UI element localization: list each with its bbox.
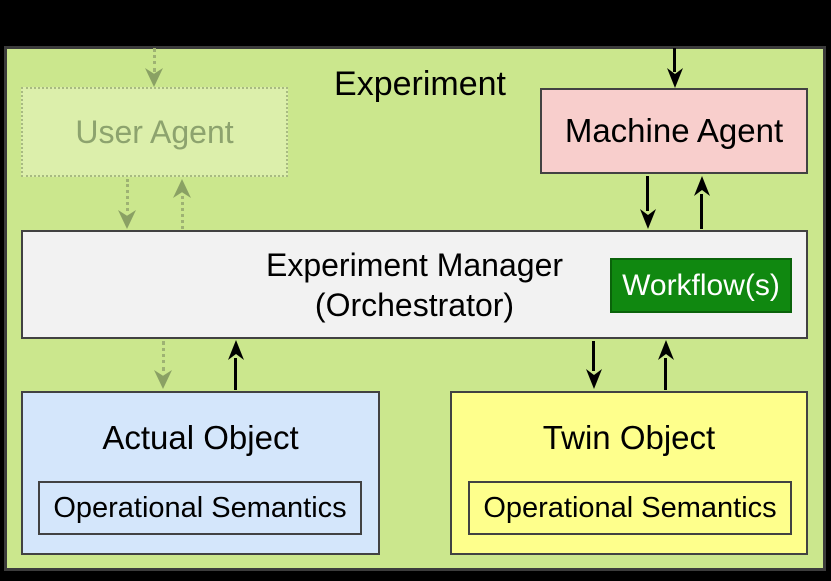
user-agent-label: User Agent xyxy=(75,113,234,150)
machine-agent-label: Machine Agent xyxy=(564,112,784,149)
workflows-node: Workflow(s) xyxy=(610,258,792,313)
arrow-machine-agent-to-manager-line xyxy=(646,176,649,211)
user-agent-node: User Agent xyxy=(21,87,288,177)
arrow-twin-object-to-manager-line xyxy=(664,358,667,390)
actual-operational-semantics-node: Operational Semantics xyxy=(38,481,362,535)
twin-operational-semantics-label: Operational Semantics xyxy=(483,491,777,524)
actual-object-label: Actual Object xyxy=(102,419,299,456)
twin-operational-semantics-node: Operational Semantics xyxy=(468,481,792,535)
experiment-manager-label-line1: Experiment Manager xyxy=(265,246,564,283)
experiment-manager-label-line2: (Orchestrator) xyxy=(314,286,515,323)
arrow-manager-to-machine-agent-line xyxy=(700,194,703,229)
twin-object-label: Twin Object xyxy=(542,419,716,456)
diagram-title: Experiment xyxy=(334,65,506,103)
arrow-manager-to-user-agent-line xyxy=(181,196,184,229)
arrow-top-to-machine-agent-line xyxy=(673,48,676,72)
arrow-top-to-user-agent-line xyxy=(153,48,156,72)
workflows-label: Workflow(s) xyxy=(622,268,780,302)
arrow-manager-to-twin-object-line xyxy=(592,341,595,371)
machine-agent-node: Machine Agent xyxy=(540,88,808,174)
arrow-actual-object-to-manager-line xyxy=(234,358,237,390)
actual-operational-semantics-label: Operational Semantics xyxy=(53,491,347,524)
twin-object-node: Twin Object Operational Semantics xyxy=(450,391,808,555)
actual-object-node: Actual Object Operational Semantics xyxy=(21,391,380,555)
arrow-manager-to-actual-object-line xyxy=(162,341,165,371)
arrow-user-agent-to-manager-line xyxy=(126,179,129,211)
